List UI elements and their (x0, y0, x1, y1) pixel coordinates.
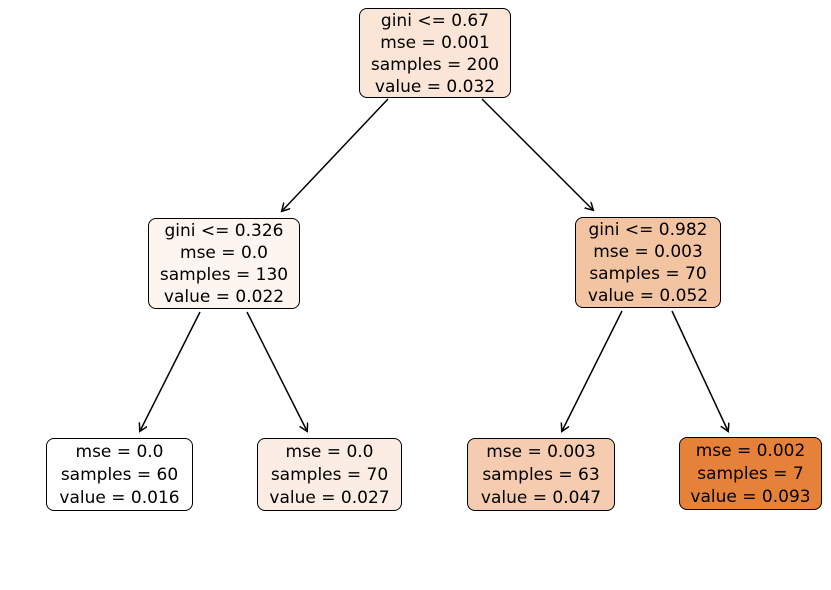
tree-node-left: gini <= 0.326 mse = 0.0 samples = 130 va… (148, 218, 300, 309)
node-mse: mse = 0.001 (380, 33, 490, 53)
node-value: value = 0.032 (374, 77, 496, 97)
node-mse: mse = 0.0 (285, 442, 374, 462)
node-split-condition: gini <= 0.982 (588, 220, 708, 240)
node-value: value = 0.093 (690, 487, 811, 507)
node-value: value = 0.027 (269, 488, 390, 508)
tree-edge-root-left (282, 98, 389, 211)
node-split-condition: gini <= 0.326 (164, 221, 284, 241)
tree-node-leaf-rl: mse = 0.003 samples = 63 value = 0.047 (467, 438, 615, 511)
tree-edge-root-right (481, 98, 593, 210)
node-samples: samples = 70 (589, 264, 707, 284)
node-split-condition: gini <= 0.67 (380, 11, 490, 31)
node-mse: mse = 0.002 (695, 441, 806, 461)
tree-node-leaf-lr: mse = 0.0 samples = 70 value = 0.027 (257, 438, 402, 511)
node-value: value = 0.016 (59, 488, 180, 508)
node-value: value = 0.022 (163, 287, 285, 307)
tree-edge-right-leafrl (562, 310, 623, 431)
node-mse: mse = 0.003 (593, 242, 703, 262)
node-mse: mse = 0.003 (486, 442, 596, 462)
tree-node-leaf-rr: mse = 0.002 samples = 7 value = 0.093 (679, 437, 822, 510)
node-samples: samples = 130 (159, 265, 289, 285)
node-samples: samples = 63 (482, 465, 600, 485)
node-value: value = 0.047 (480, 488, 602, 508)
tree-edge-right-leafrr (671, 310, 728, 431)
node-samples: samples = 7 (697, 464, 804, 484)
node-samples: samples = 70 (270, 465, 389, 485)
tree-node-root: gini <= 0.67 mse = 0.001 samples = 200 v… (359, 8, 511, 98)
node-value: value = 0.052 (587, 286, 709, 306)
node-samples: samples = 200 (370, 55, 500, 75)
node-mse: mse = 0.0 (75, 442, 164, 462)
tree-node-leaf-ll: mse = 0.0 samples = 60 value = 0.016 (46, 438, 193, 511)
tree-node-right: gini <= 0.982 mse = 0.003 samples = 70 v… (575, 217, 721, 308)
tree-edge-left-leafll (140, 311, 201, 431)
tree-edge-left-leaflr (246, 311, 307, 431)
node-samples: samples = 60 (60, 465, 179, 485)
node-mse: mse = 0.0 (180, 243, 268, 263)
